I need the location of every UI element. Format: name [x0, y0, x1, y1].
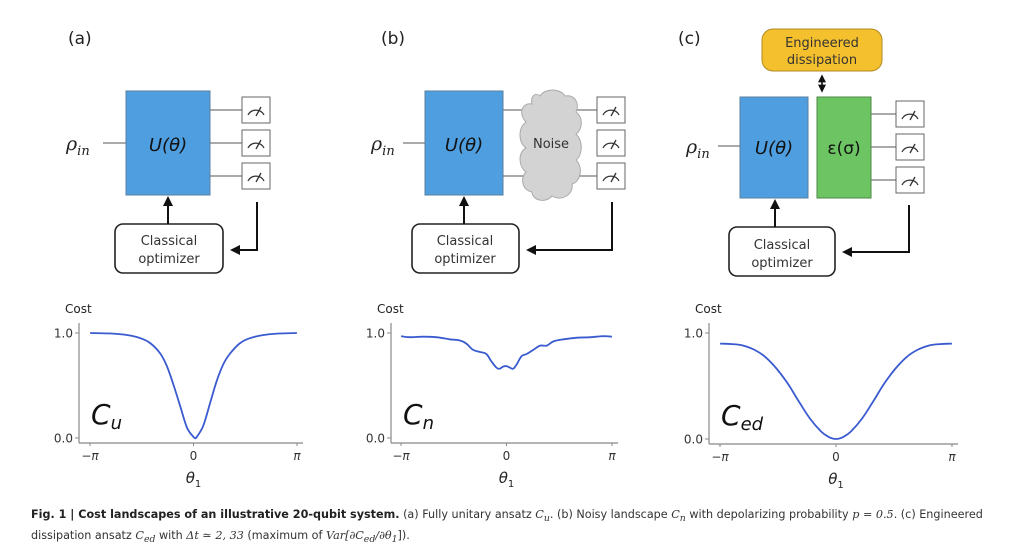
panel-a-label: (a): [68, 29, 92, 49]
y-tick-label: 1.0: [366, 327, 385, 341]
channel-block: [816, 96, 872, 199]
meter-icon: [596, 96, 626, 124]
unitary-block-b: [424, 90, 504, 196]
panel-c-diagram: (c) Engineered dissipation ρin U(θ) ε(σ)…: [678, 28, 925, 277]
caption-subscript: ed: [143, 534, 156, 546]
x-tick-label: 0: [190, 449, 198, 463]
optimizer-label-a-2: optimizer: [138, 252, 200, 267]
x-tick-label: 0: [832, 450, 840, 464]
cost-curve-C_u: [90, 332, 297, 440]
optimizer-box-b: [411, 223, 520, 274]
dissipation-label-2: dissipation: [787, 53, 857, 68]
feedback-arrow-return-b: [526, 202, 613, 255]
y-tick-label: 0.0: [684, 433, 703, 447]
optimizer-label-b: Classical: [437, 234, 494, 249]
chart-C_u: Cost 1.0 0.0 −π 0 π θ1 Cu: [54, 302, 303, 490]
feedback-arrow-return-a: [230, 202, 258, 255]
caption-math: Var[∂C: [326, 529, 364, 543]
meter-icon: [241, 96, 271, 124]
y-axis-label: Cost: [695, 302, 722, 316]
caption-symbol: C: [135, 529, 144, 543]
caption-symbol: C: [535, 508, 544, 521]
caption-text: (a) Fully unitary ansatz: [399, 508, 536, 521]
caption-math: Δt ≃ 2, 33: [186, 529, 244, 543]
x-tick-label: π: [948, 450, 956, 464]
caption-subscript: 1: [391, 534, 398, 546]
y-axis-label: Cost: [65, 302, 92, 316]
caption-text: with: [155, 529, 187, 543]
dissipation-label-1: Engineered: [785, 36, 859, 51]
cost-curve-C_n: [400, 335, 612, 370]
meter-icon: [895, 166, 925, 194]
landscape-label-C_ed: Ced: [721, 399, 764, 435]
meter-icon: [596, 129, 626, 157]
caption-math: /∂θ: [375, 529, 392, 543]
unitary-label-a: U(θ): [149, 135, 187, 156]
x-tick-label: −π: [711, 450, 729, 464]
y-tick-label: 0.0: [366, 432, 385, 446]
figure: (a) ρin U(θ) Classical optimizer (b) ρin…: [54, 28, 958, 491]
panel-b-label: (b): [381, 29, 405, 49]
caption-text: with depolarizing probability: [685, 508, 853, 521]
figure-caption: Fig. 1 | Cost landscapes of an illustrat…: [31, 506, 991, 548]
chart-C_ed: Cost 1.0 0.0 −π 0 π θ1 Ced: [684, 302, 958, 491]
y-tick-label: 1.0: [54, 327, 73, 341]
panel-c-label: (c): [678, 29, 701, 49]
chart-C_n: Cost 1.0 0.0 −π 0 π θ1 Cn: [366, 302, 618, 490]
noise-label: Noise: [533, 137, 569, 152]
panel-a-diagram: (a) ρin U(θ) Classical optimizer: [65, 29, 271, 274]
y-axis-label: Cost: [377, 302, 404, 316]
meter-icon: [596, 162, 626, 190]
x-tick-label: 0: [503, 449, 511, 463]
channel-label: ε(σ): [827, 139, 860, 159]
x-axis-label: θ1: [186, 469, 202, 490]
x-axis-label: θ1: [828, 470, 844, 491]
x-tick-label: −π: [81, 449, 99, 463]
input-state-a: ρin: [65, 133, 90, 159]
optimizer-label-a: Classical: [141, 234, 198, 249]
landscape-label-C_u: Cu: [91, 398, 122, 434]
caption-subscript: ed: [363, 534, 376, 546]
meter-icon: [895, 100, 925, 128]
unitary-block-c: [739, 96, 809, 199]
unitary-label-c: U(θ): [755, 138, 793, 159]
optimizer-box-c: [728, 226, 836, 277]
optimizer-label-c-2: optimizer: [751, 256, 813, 271]
y-tick-label: 1.0: [684, 327, 703, 341]
caption-text: . (c) Engineered dissipation ansatz: [31, 508, 983, 543]
caption-text: (maximum of: [243, 529, 327, 543]
unitary-label-b: U(θ): [445, 135, 483, 156]
caption-subscript: n: [679, 513, 686, 525]
x-tick-label: π: [293, 449, 301, 463]
optimizer-label-b-2: optimizer: [434, 252, 496, 267]
noise-cloud: [519, 89, 582, 201]
unitary-block-a: [125, 90, 211, 196]
x-axis-label: θ1: [499, 469, 515, 490]
meter-icon: [241, 162, 271, 190]
landscape-label-C_n: Cn: [403, 398, 434, 434]
y-tick-label: 0.0: [54, 432, 73, 446]
caption-subscript: u: [543, 513, 550, 525]
meter-icon: [241, 129, 271, 157]
caption-symbol: C: [671, 508, 680, 521]
input-state-c: ρin: [685, 136, 710, 162]
x-tick-label: −π: [392, 449, 410, 463]
feedback-arrow-return-c: [842, 205, 910, 257]
caption-math: p = 0.5: [852, 508, 894, 521]
x-tick-label: π: [608, 449, 616, 463]
input-state-b: ρin: [370, 133, 395, 159]
caption-text: ]).: [397, 529, 410, 543]
cost-curve-C_ed: [720, 342, 952, 440]
caption-text: . (b) Noisy landscape: [549, 508, 672, 521]
dissipation-box: [761, 28, 883, 72]
optimizer-label-c: Classical: [754, 238, 811, 253]
caption-title: Fig. 1 | Cost landscapes of an illustrat…: [31, 508, 400, 521]
panel-b-diagram: (b) ρin U(θ) Noise Classical optimizer: [370, 29, 626, 274]
meter-icon: [895, 133, 925, 161]
